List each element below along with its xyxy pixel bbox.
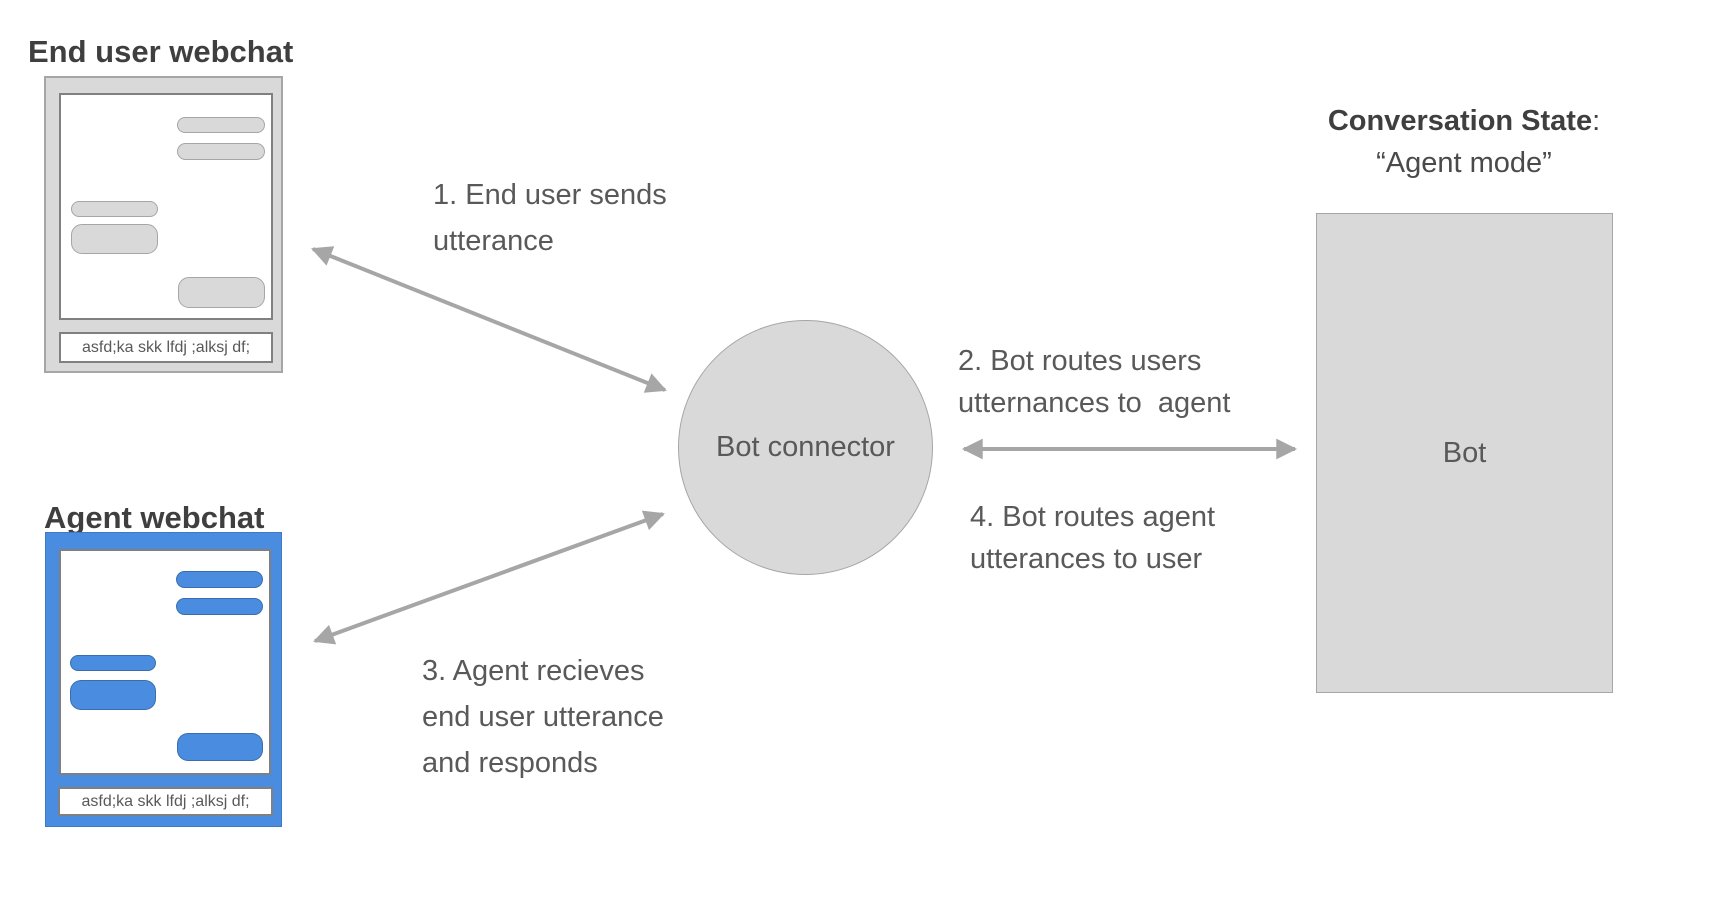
bot-node: Bot bbox=[1316, 213, 1613, 693]
end-user-chat-input[interactable]: asfd;ka skk lfdj ;alksj df; bbox=[59, 332, 273, 363]
conversation-state-caption: Conversation State: “Agent mode” bbox=[1289, 100, 1639, 184]
chat-bubble-right-3 bbox=[177, 733, 263, 761]
chat-bubble-right-3 bbox=[178, 277, 265, 308]
agent-chat-input[interactable]: asfd;ka skk lfdj ;alksj df; bbox=[58, 787, 273, 816]
chat-bubble-right-1 bbox=[177, 117, 265, 133]
arrow-3-agent-connector bbox=[313, 510, 665, 645]
step-2-label: 2. Bot routes users utternances to agent bbox=[958, 345, 1231, 419]
bot-connector-label: Bot connector bbox=[716, 431, 895, 463]
end-user-chat-area bbox=[59, 93, 273, 320]
arrow-1-enduser-connector bbox=[311, 246, 667, 393]
chat-bubble-right-2 bbox=[177, 143, 265, 160]
chat-bubble-right-1 bbox=[176, 571, 263, 588]
end-user-webchat-title: End user webchat bbox=[28, 34, 294, 69]
agent-webchat-window: asfd;ka skk lfdj ;alksj df; bbox=[45, 532, 282, 827]
chat-bubble-left-1 bbox=[70, 655, 156, 671]
chat-bubble-left-1 bbox=[71, 201, 158, 217]
chat-bubble-right-2 bbox=[176, 598, 263, 615]
chat-bubble-left-2 bbox=[71, 224, 158, 254]
chat-bubble-left-2 bbox=[70, 680, 156, 710]
end-user-chat-input-text: asfd;ka skk lfdj ;alksj df; bbox=[81, 338, 251, 356]
agent-chat-area bbox=[59, 549, 271, 775]
conversation-state-title-line: Conversation State: bbox=[1289, 100, 1639, 142]
step-3-label: 3. Agent recieves end user utterance and… bbox=[422, 655, 664, 779]
step-1-label: 1. End user sends utterance bbox=[433, 179, 667, 257]
agent-chat-input-text: asfd;ka skk lfdj ;alksj df; bbox=[81, 792, 250, 810]
conversation-state-colon: : bbox=[1592, 105, 1601, 137]
bot-connector-node: Bot connector bbox=[678, 320, 933, 575]
conversation-state-value: “Agent mode” bbox=[1376, 147, 1552, 179]
conversation-state-title: Conversation State bbox=[1327, 105, 1593, 137]
step-4-label: 4. Bot routes agent utterances to user bbox=[970, 501, 1216, 575]
bot-label: Bot bbox=[1442, 436, 1487, 469]
end-user-webchat-window: asfd;ka skk lfdj ;alksj df; bbox=[44, 76, 283, 373]
agent-webchat-title: Agent webchat bbox=[44, 500, 265, 535]
